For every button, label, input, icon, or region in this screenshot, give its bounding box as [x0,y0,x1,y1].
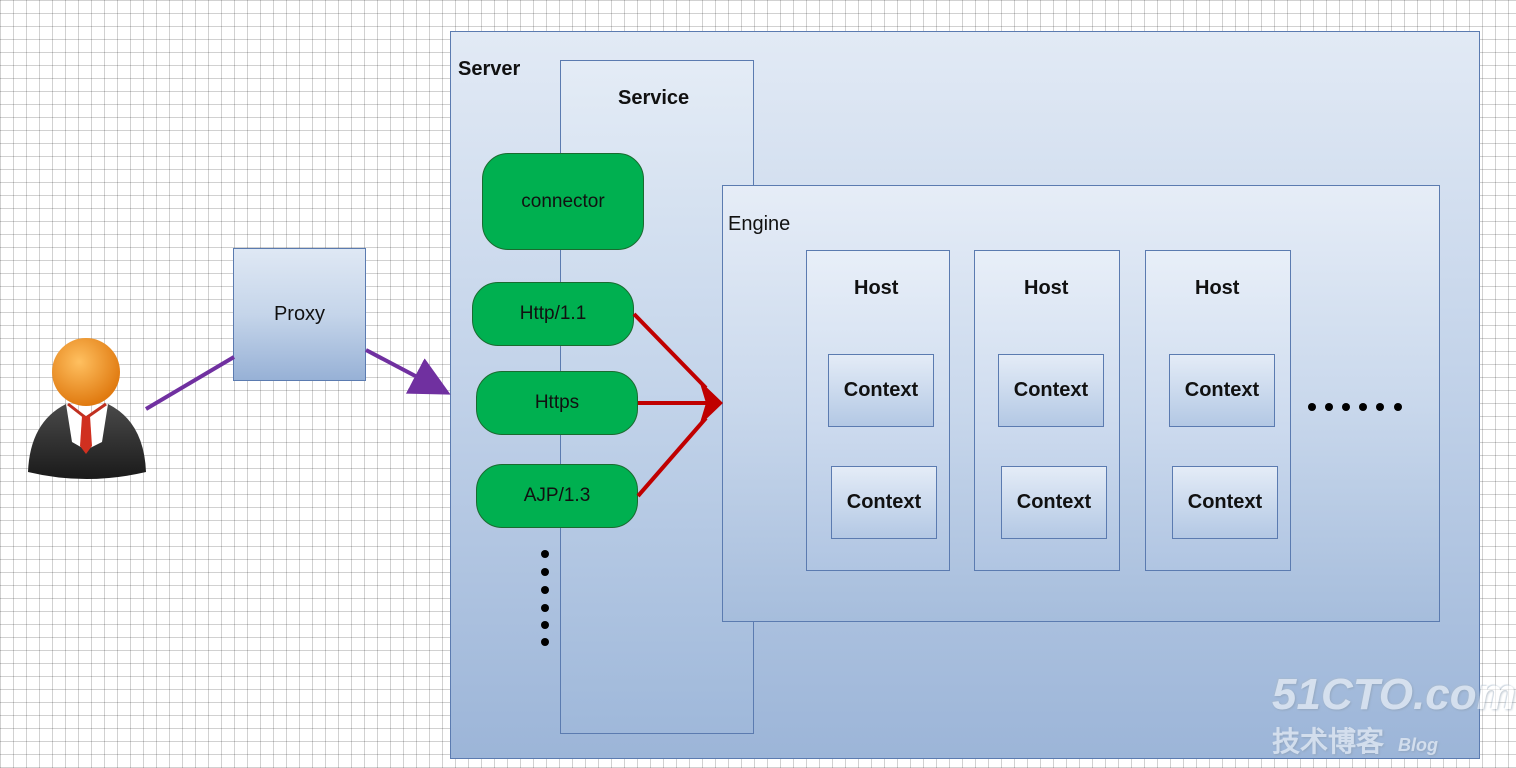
ellipsis-dot [541,586,549,594]
proxy-box: Proxy [233,248,366,381]
watermark-line1: 51CTO.com [1272,670,1516,719]
host-label-1: Host [854,277,899,299]
user-to-proxy-line [144,355,236,411]
connector-https: Https [476,371,638,435]
context-box: Context [1169,354,1275,427]
connector-ajp: AJP/1.3 [476,464,638,528]
watermark-logo: 51CTO.com 技术博客 Blog [1272,670,1516,760]
service-label: Service [618,87,690,109]
watermark-line3: Blog [1398,735,1439,755]
connector-header: connector [482,153,644,250]
context-box: Context [1001,466,1107,539]
ellipsis-dot [1394,403,1402,411]
user-avatar-icon [28,338,146,479]
ellipsis-dot [541,550,549,558]
host-label-3: Host [1195,277,1240,299]
ellipsis-dot [1325,403,1333,411]
engine-label: Engine [728,213,791,235]
context-box: Context [831,466,937,539]
ellipsis-dot [541,604,549,612]
context-box: Context [1172,466,1278,539]
connector-http: Http/1.1 [472,282,634,346]
context-box: Context [828,354,934,427]
context-box: Context [998,354,1104,427]
ellipsis-dot [1359,403,1367,411]
ellipsis-dot [541,568,549,576]
watermark-line2: 技术博客 [1272,726,1385,757]
ellipsis-dot [541,638,549,646]
host-label-2: Host [1024,277,1069,299]
ellipsis-dot [1308,403,1316,411]
ellipsis-dot [1376,403,1384,411]
ellipsis-dot [541,621,549,629]
proxy-to-server-arrow [365,348,451,395]
ellipsis-dot [1342,403,1350,411]
server-label: Server [458,58,521,80]
